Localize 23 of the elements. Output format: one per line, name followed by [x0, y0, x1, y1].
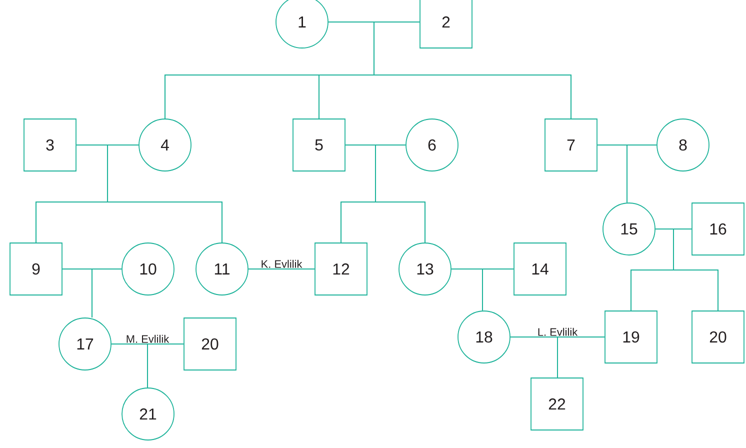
descent-line [375, 144, 426, 244]
pedigree-square: 5 [292, 118, 346, 172]
pedigree-square: 7 [544, 118, 598, 172]
pedigree-square: 12 [314, 242, 368, 296]
descent-line [557, 336, 606, 378]
pedigree-square: 20 [692, 310, 744, 364]
marriage-line [248, 268, 316, 270]
pedigree-square: 14 [514, 242, 566, 296]
descent-line [482, 268, 514, 312]
pedigree-square: 9 [10, 242, 62, 296]
pedigree-square: 16 [692, 202, 744, 256]
descent-line [626, 144, 658, 204]
pedigree-square: 20 [184, 318, 236, 370]
edge-label: K. Evlilik [262, 260, 302, 268]
descent-line [107, 144, 222, 244]
pedigree-square: 3 [24, 118, 76, 172]
descent-line [92, 268, 122, 318]
descent-line [147, 344, 184, 388]
pedigree-square: 22 [530, 378, 584, 430]
pedigree-square: 19 [604, 310, 658, 364]
descent-line [673, 228, 718, 312]
edge-label: M. Evlilik [126, 334, 170, 343]
edge-label: L. Evlilik [538, 328, 578, 336]
